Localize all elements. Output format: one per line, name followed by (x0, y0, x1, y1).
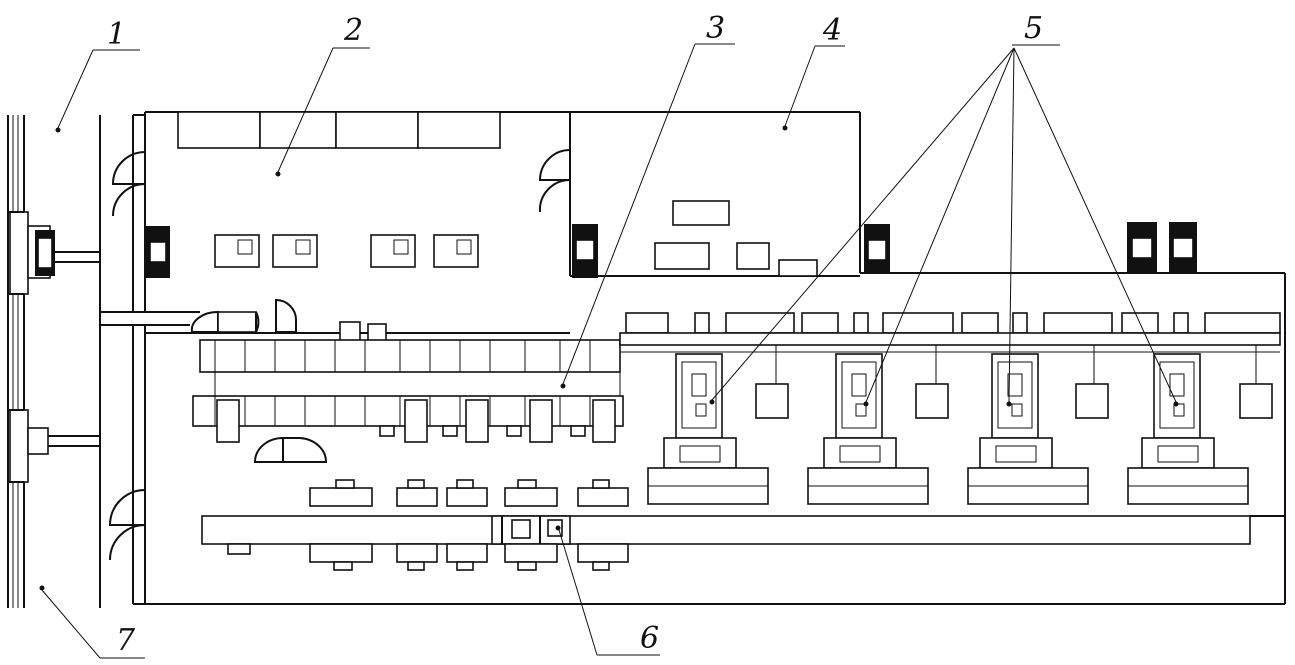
wall-column (146, 226, 170, 278)
external-corridor (7, 115, 101, 608)
office-cabinets (177, 111, 501, 149)
callout-3: 3 (706, 11, 725, 46)
callout-1: 1 (107, 17, 126, 52)
callout-7: 7 (116, 623, 136, 658)
wall-column (1127, 222, 1157, 272)
wall-column (864, 224, 890, 274)
pipe-connector-upper (27, 225, 100, 279)
callout-6: 6 (640, 621, 659, 656)
assembly-line (192, 321, 624, 463)
door-corridor (190, 298, 297, 333)
conveyor-belt (201, 515, 1285, 545)
pipe-connector-lower (27, 427, 100, 455)
callout-4: 4 (822, 13, 842, 48)
callout-5: 5 (1024, 11, 1043, 46)
machine-3 (967, 345, 1109, 505)
workbenches-upper (309, 479, 629, 507)
office-desks (214, 234, 479, 268)
wall-column (572, 224, 598, 278)
machine-4 (1127, 345, 1273, 505)
leader-lines (39, 43, 1179, 659)
machine-1 (647, 345, 789, 505)
wall-column (1169, 222, 1197, 272)
door-upper-left (111, 151, 146, 217)
callout-2: 2 (343, 13, 363, 48)
machine-2 (807, 345, 949, 505)
room-4-equipment (654, 200, 818, 277)
door-lower-left (108, 489, 146, 561)
door-room-4 (538, 149, 571, 213)
workbenches-lower (227, 543, 629, 571)
machine-gantry (619, 312, 1281, 353)
